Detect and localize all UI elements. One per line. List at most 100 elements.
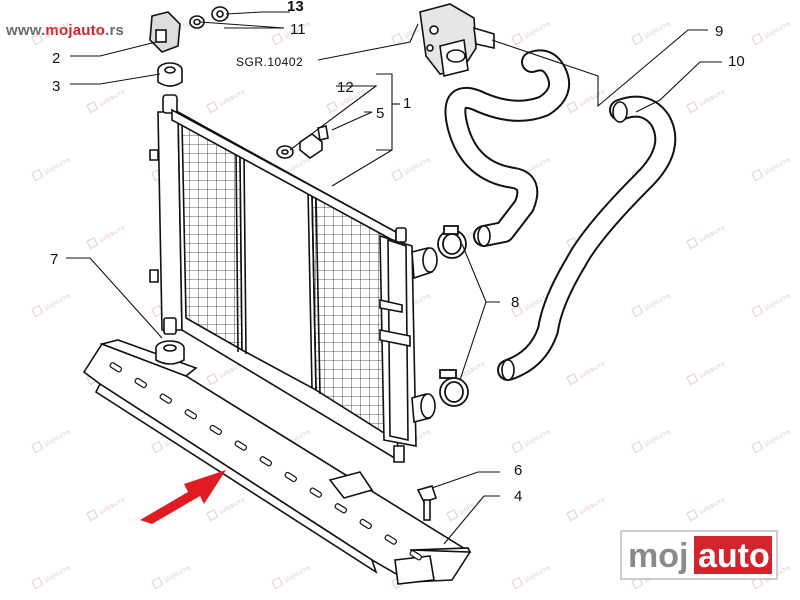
hose-clamps — [437, 225, 469, 407]
radiator — [149, 94, 438, 463]
svg-text:μοjαuτο: μοjαuτο — [458, 360, 487, 380]
svg-text:μοjαuτο: μοjαuτο — [578, 88, 607, 108]
svg-text:μοjαuτο: μοjαuτο — [98, 224, 127, 244]
site-url-prefix: www. — [6, 22, 46, 39]
svg-text:μοjαuτο: μοjαuτο — [578, 496, 607, 516]
parts-small — [149, 6, 438, 521]
watermark-stamp: μοjαuτο — [151, 564, 192, 590]
watermark-stamp: μοjαuτο — [511, 564, 552, 590]
bracket-slot — [409, 550, 423, 561]
svg-text:μοjαuτο: μοjαuτο — [763, 156, 792, 176]
watermark-stamp: μοjαuτο — [86, 224, 127, 250]
red-arrow-indicator — [140, 470, 226, 524]
logo-part-moj: moj — [628, 537, 688, 575]
watermark-stamp: μοjαuτο — [751, 292, 792, 318]
svg-text:μοjαuτο: μοjαuτο — [523, 428, 552, 448]
bracket-slot — [109, 362, 123, 373]
bracket-slot — [309, 487, 323, 498]
svg-text:μοjαuτο: μοjαuτο — [43, 564, 72, 584]
watermark-stamp: μοjαuτο — [686, 88, 727, 114]
watermark-stamp: μοjαuτο — [686, 360, 727, 386]
svg-text:μοjαuτο: μοjαuτο — [43, 156, 72, 176]
watermark-stamp: μοjαuτο — [631, 20, 672, 46]
svg-text:μοjαuτο: μοjαuτο — [698, 360, 727, 380]
watermark-stamp: μοjαuτο — [631, 428, 672, 454]
site-url-suffix: .rs — [105, 22, 125, 39]
svg-text:μοjαuτο: μοjαuτο — [218, 88, 247, 108]
bracket-slot — [334, 503, 348, 514]
watermark-stamp: μοjαuτο — [631, 292, 672, 318]
watermark-stamp: μοjαuτο — [31, 564, 72, 590]
watermark-stamp: μοjαuτο — [566, 360, 607, 386]
watermark-stamp: μοjαuτο — [566, 496, 607, 522]
callout-2: 2 — [52, 50, 60, 67]
watermark-stamp: μοjαuτο — [206, 88, 247, 114]
svg-text:μοjαuτο: μοjαuτο — [643, 292, 672, 312]
bracket-slot — [259, 456, 273, 467]
watermark-stamp: μοjαuτο — [86, 88, 127, 114]
svg-text:μοjαuτο: μοjαuτο — [43, 292, 72, 312]
hose-10 — [497, 95, 677, 381]
svg-text:μοjαuτο: μοjαuτο — [523, 20, 552, 40]
callout-12: 12 — [337, 79, 354, 96]
bracket-slot — [234, 440, 248, 451]
watermark-stamp: μοjαuτο — [751, 428, 792, 454]
svg-text:μοjαuτο: μοjαuτο — [218, 496, 247, 516]
svg-text:μοjαuτο: μοjαuτο — [763, 20, 792, 40]
callout-9: 9 — [715, 23, 723, 40]
callout-8: 8 — [511, 294, 519, 311]
site-url: www.mojauto.rs — [6, 22, 124, 39]
svg-text:μοjαuτο: μοjαuτο — [98, 88, 127, 108]
svg-text:μοjαuτο: μοjαuτο — [763, 292, 792, 312]
leader-lines — [66, 11, 722, 545]
callout-1: 1 — [403, 95, 411, 112]
callout-5: 5 — [376, 105, 384, 122]
svg-text:μοjαuτο: μοjαuτο — [643, 428, 672, 448]
callout-11: 11 — [290, 21, 306, 38]
svg-text:μοjαuτο: μοjαuτο — [98, 496, 127, 516]
watermark-stamp: μοjαuτο — [566, 88, 607, 114]
bracket-slot — [359, 518, 373, 530]
watermark-stamp: μοjαuτο — [686, 224, 727, 250]
bracket-slot — [184, 409, 198, 420]
watermark-stamp: μοjαuτο — [686, 496, 727, 522]
site-url-brand: mojauto — [45, 22, 106, 39]
hose-9 — [444, 49, 570, 247]
watermark-stamp: μοjαuτο — [31, 428, 72, 454]
watermark-stamp: μοjαuτο — [31, 20, 72, 46]
bracket-slot — [384, 534, 398, 545]
watermark-stamp: μοjαuτο — [511, 20, 552, 46]
thermostat-housing — [419, 3, 495, 77]
svg-text:μοjαuτο: μοjαuτο — [43, 20, 72, 40]
callout-7: 7 — [50, 251, 58, 268]
svg-text:μοjαuτο: μοjαuτο — [578, 360, 607, 380]
callout-labels: 13 11 2 3 SGR.10402 12 1 5 7 8 9 10 6 4 — [50, 0, 745, 505]
mojauto-logo: moj auto — [620, 530, 778, 580]
svg-text:μοjαuτο: μοjαuτο — [283, 564, 312, 584]
bracket-slot — [284, 471, 298, 483]
svg-text:μοjαuτο: μοjαuτο — [643, 20, 672, 40]
svg-text:μοjαuτο: μοjαuτο — [403, 156, 432, 176]
bracket-slots — [109, 362, 423, 561]
bracket-slot — [134, 377, 148, 389]
watermark-stamp: μοjαuτο — [206, 496, 247, 522]
callout-4: 4 — [514, 488, 522, 505]
logo-part-auto: auto — [698, 537, 770, 575]
svg-text:μοjαuτο: μοjαuτο — [763, 428, 792, 448]
watermark-stamp: μοjαuτο — [751, 20, 792, 46]
svg-text:μοjαuτο: μοjαuτο — [43, 428, 72, 448]
lower-bracket — [82, 339, 472, 585]
svg-text:μοjαuτο: μοjαuτο — [163, 564, 192, 584]
watermark-stamp: μοjαuτο — [511, 428, 552, 454]
callout-10: 10 — [728, 53, 745, 70]
watermark-stamp: μοjαuτο — [271, 564, 312, 590]
watermark-layer: μοjαuτο μοjαuτο μοjαuτο μοjαuτο μοjαuτο μοjαu… — [31, 20, 792, 590]
bracket-slot — [159, 393, 173, 404]
watermark-stamp: μοjαuτο — [751, 156, 792, 182]
svg-text:μοjαuτο: μοjαuτο — [698, 88, 727, 108]
watermark-stamp: μοjαuτο — [391, 156, 432, 182]
svg-text:μοjαuτο: μοjαuτο — [523, 564, 552, 584]
ref-code: SGR.10402 — [236, 55, 303, 69]
watermark-stamp: μοjαuτο — [31, 156, 72, 182]
